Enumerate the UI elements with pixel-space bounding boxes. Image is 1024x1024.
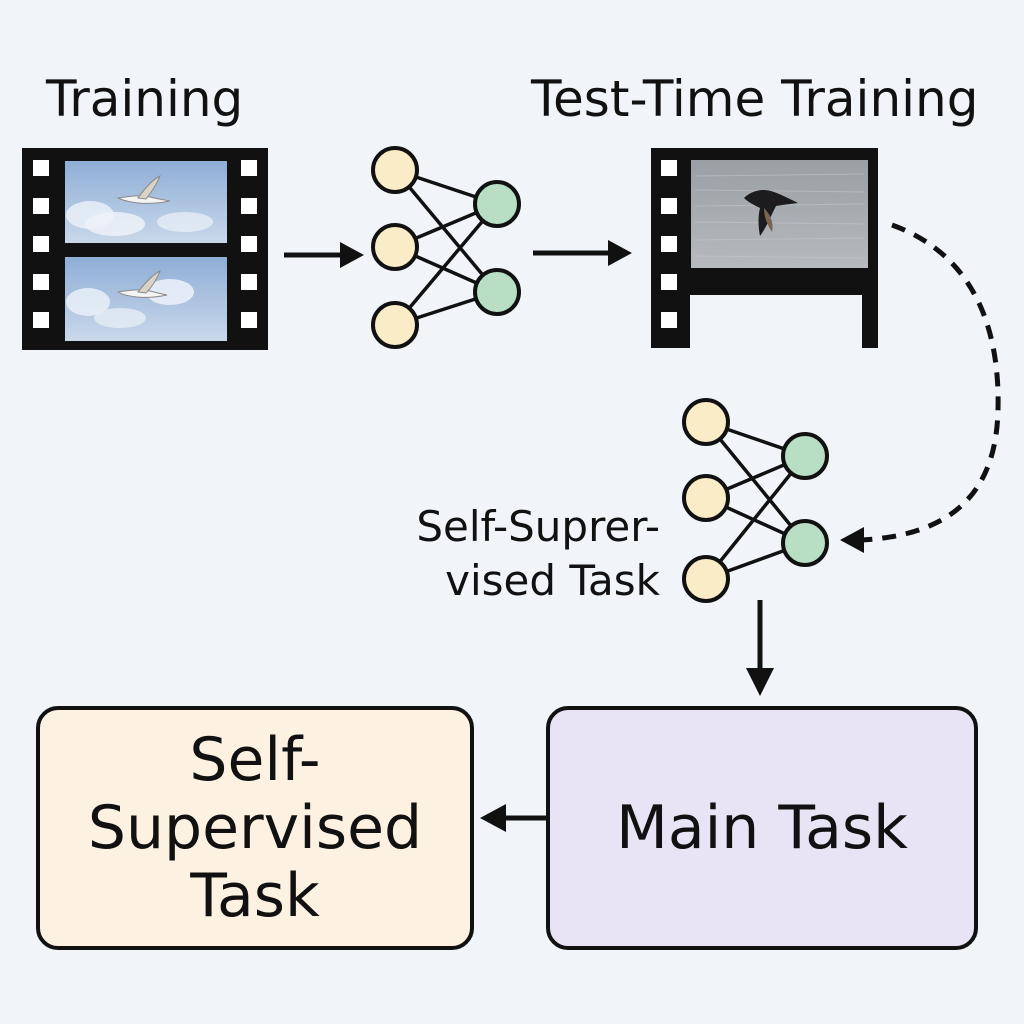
input-node — [371, 146, 419, 194]
self-supervised-line2: Supervised — [87, 793, 423, 863]
self-supervised-line1: Self- — [189, 725, 321, 795]
arrow-network-to-main-task — [746, 600, 774, 696]
test-frame — [691, 160, 868, 268]
seagull-icon — [116, 174, 171, 204]
training-film-strip — [22, 148, 268, 350]
self-supervised-task-side-label: Self-Suprer- vised Task — [384, 500, 660, 608]
output-node — [781, 519, 829, 567]
arrow-main-to-self-supervised — [480, 804, 548, 832]
output-node — [781, 432, 829, 480]
film-sprocket-holes-left — [33, 160, 49, 328]
side-label-line1: Self-Suprer- — [416, 502, 660, 551]
arrow-network-to-test — [533, 240, 632, 266]
neural-network-2 — [682, 398, 829, 603]
test-time-training-title: Test-Time Training — [531, 70, 979, 128]
dashed-feedback-arrow — [840, 222, 1001, 553]
network-1-nodes — [371, 146, 521, 349]
main-task-label: Main Task — [616, 793, 908, 863]
output-node — [473, 268, 521, 316]
input-node — [682, 398, 730, 446]
input-node — [682, 474, 730, 522]
input-node — [682, 555, 730, 603]
self-supervised-line3: Task — [190, 861, 320, 931]
input-node — [371, 223, 419, 271]
seagull-icon — [116, 269, 168, 298]
self-supervised-task-box: Self- Supervised Task — [36, 706, 474, 950]
film-sprocket-holes-test — [661, 160, 677, 328]
neural-network-1 — [371, 146, 521, 349]
output-node — [473, 180, 521, 228]
network-2-nodes — [682, 398, 829, 603]
test-time-film-strip — [651, 148, 878, 348]
arrow-training-to-network — [284, 242, 364, 268]
training-title: Training — [46, 70, 244, 128]
film-sprocket-holes-right — [241, 160, 257, 328]
main-task-box: Main Task — [546, 706, 978, 950]
input-node — [371, 301, 419, 349]
training-frame-2 — [65, 257, 227, 341]
dark-bird-icon — [744, 190, 798, 236]
side-label-line2: vised Task — [445, 556, 660, 605]
training-frame-1 — [65, 161, 227, 243]
